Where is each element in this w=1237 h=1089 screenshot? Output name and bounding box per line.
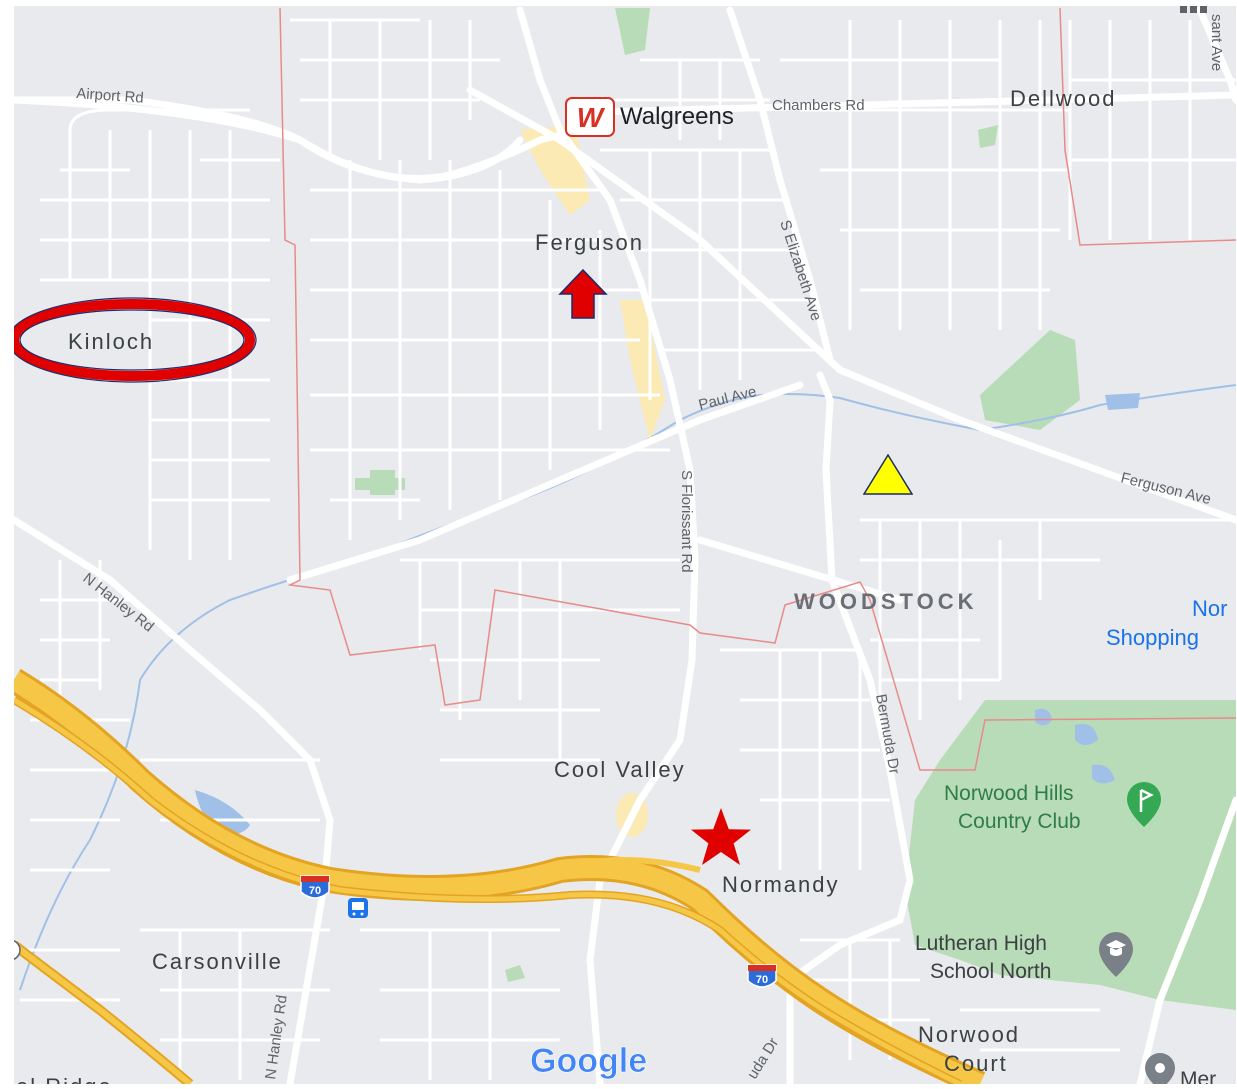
road-label-chambers-rd: Chambers Rd bbox=[772, 97, 865, 114]
poi-label-lutheran-line1[interactable]: Lutheran High bbox=[915, 932, 1047, 955]
kinloch-highlight-ellipse-inner bbox=[19, 309, 245, 371]
poi-label-lutheran-line2[interactable]: School North bbox=[930, 960, 1051, 983]
place-label-dellwood: Dellwood bbox=[1010, 86, 1117, 111]
park-areas bbox=[355, 8, 1236, 1010]
frame-top bbox=[0, 0, 1237, 6]
road-label-airport-rd: Airport Rd bbox=[76, 85, 145, 107]
golf-pin-icon[interactable] bbox=[1127, 782, 1161, 827]
i70-left-number: 70 bbox=[309, 885, 321, 897]
place-label-kinloch: Kinloch bbox=[68, 329, 154, 354]
poi-label-mer[interactable]: Mer bbox=[1180, 1068, 1216, 1089]
walgreens-label[interactable]: Walgreens bbox=[620, 103, 734, 130]
interstate-70 bbox=[14, 668, 986, 1084]
poi-label-shopping-line2[interactable]: Shopping bbox=[1106, 625, 1199, 650]
red-arrow-marker bbox=[558, 268, 608, 319]
map-menu-icon[interactable] bbox=[1180, 6, 1207, 13]
place-label-ferguson: Ferguson bbox=[535, 230, 644, 255]
walgreens-logo-letter: W bbox=[577, 102, 606, 133]
poi-label-norwood-hills-line2[interactable]: Country Club bbox=[958, 810, 1081, 833]
poi-label-norwood-hills-line1[interactable]: Norwood Hills bbox=[944, 782, 1074, 805]
place-label-carsonville: Carsonville bbox=[152, 949, 283, 974]
place-pin-icon[interactable] bbox=[1145, 1053, 1175, 1089]
i70-right-number: 70 bbox=[756, 974, 768, 986]
place-label-normandy: Normandy bbox=[722, 872, 839, 897]
google-attribution: Google bbox=[530, 1042, 647, 1080]
interstate-shield-icon: 70 bbox=[300, 875, 330, 899]
frame-bottom bbox=[0, 1084, 1237, 1089]
local-streets bbox=[20, 18, 1236, 1080]
place-label-norwood-court-line2: Court bbox=[944, 1051, 1008, 1076]
arterial-roads bbox=[14, 6, 1236, 1084]
interstate-shield-icon: 70 bbox=[747, 964, 777, 988]
road-label-s-florissant-rd: S Florissant Rd bbox=[678, 470, 695, 573]
place-label-woodstock: WOODSTOCK bbox=[794, 589, 977, 614]
yellow-triangle-marker bbox=[862, 453, 914, 495]
road-label-sant-ave: sant Ave bbox=[1208, 14, 1225, 71]
place-label-norwood-court-line1: Norwood bbox=[918, 1022, 1020, 1047]
poi-label-shopping-line1[interactable]: Nor bbox=[1192, 596, 1227, 621]
place-label-cool-valley: Cool Valley bbox=[554, 757, 686, 782]
frame-left bbox=[0, 0, 14, 1089]
municipal-boundaries bbox=[279, 7, 1236, 771]
walgreens-logo-icon[interactable]: W bbox=[565, 97, 615, 137]
transit-icon[interactable] bbox=[348, 898, 368, 918]
red-star-marker bbox=[691, 808, 751, 865]
school-pin-icon[interactable] bbox=[1099, 932, 1133, 977]
